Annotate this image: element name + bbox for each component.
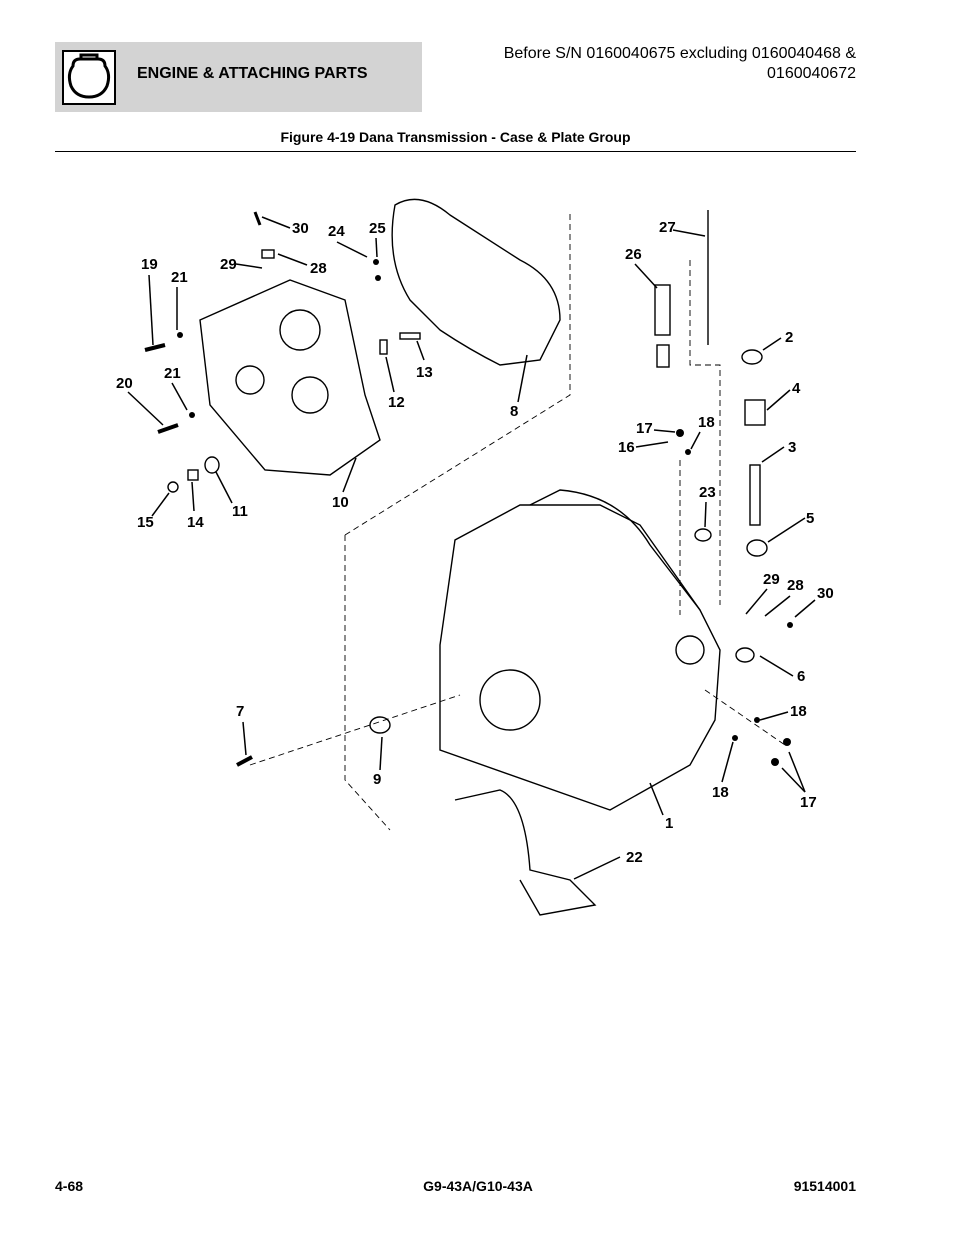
callout-18c: 18 — [712, 784, 729, 801]
callout-6: 6 — [797, 668, 805, 685]
case-bore — [479, 669, 541, 731]
callout-14: 14 — [187, 514, 204, 531]
transmission-case-housing — [529, 489, 701, 611]
mounting-plate — [199, 279, 381, 476]
gasket — [391, 198, 561, 366]
callout-24: 24 — [328, 223, 345, 240]
transmission-case — [439, 504, 721, 811]
page-number: 4-68 — [55, 1178, 84, 1194]
callout-16: 16 — [618, 439, 635, 456]
callout-18: 18 — [698, 414, 715, 431]
callout-4: 4 — [792, 380, 801, 397]
callout-5: 5 — [806, 510, 814, 527]
callout-12: 12 — [388, 394, 405, 411]
alignment-line-a — [344, 535, 391, 831]
callout-30b: 30 — [817, 585, 834, 602]
callout-22: 22 — [626, 849, 643, 866]
callout-23: 23 — [699, 484, 716, 501]
callout-10: 10 — [332, 494, 349, 511]
callout-2: 2 — [785, 329, 793, 346]
callout-11: 11 — [232, 503, 248, 520]
callout-15: 15 — [137, 514, 154, 531]
callout-28: 28 — [310, 260, 327, 277]
callout-27: 27 — [659, 219, 676, 236]
callout-29: 29 — [220, 256, 237, 273]
manual-part-number: 91514001 — [793, 1178, 856, 1194]
section-header-box — [55, 42, 422, 112]
callout-8: 8 — [510, 403, 518, 420]
callout-29b: 29 — [763, 571, 780, 588]
callout-17: 17 — [636, 420, 653, 437]
serial-line-1: Before S/N 0160040675 excluding 01600404… — [503, 45, 856, 62]
callout-25: 25 — [369, 220, 386, 237]
serial-line-2: 0160040672 — [767, 65, 856, 82]
dipstick-tube — [749, 464, 761, 526]
callout-30: 30 — [292, 220, 309, 237]
callout-7: 7 — [236, 703, 244, 720]
callout-20: 20 — [116, 375, 133, 392]
callout-28b: 28 — [787, 577, 804, 594]
model-number: G9-43A/G10-43A — [423, 1178, 533, 1194]
callout-13: 13 — [416, 364, 433, 381]
oil-fill-pipe — [454, 789, 597, 916]
serial-applicability: Before S/N 0160040675 excluding 01600404… — [436, 44, 856, 84]
header-rule — [55, 151, 856, 152]
callout-26: 26 — [625, 246, 642, 263]
callout-18b: 18 — [790, 703, 807, 720]
callout-19: 19 — [141, 256, 158, 273]
callout-21b: 21 — [164, 365, 181, 382]
callout-17b: 17 — [800, 794, 817, 811]
section-title: ENGINE & ATTACHING PARTS — [137, 65, 368, 82]
callout-9: 9 — [373, 771, 381, 788]
callout-21: 21 — [171, 269, 188, 286]
figure-title: Figure 4-19 Dana Transmission - Case & P… — [280, 129, 631, 145]
callout-3: 3 — [788, 439, 796, 456]
callout-1: 1 — [665, 815, 673, 832]
engine-block-icon — [62, 50, 116, 105]
